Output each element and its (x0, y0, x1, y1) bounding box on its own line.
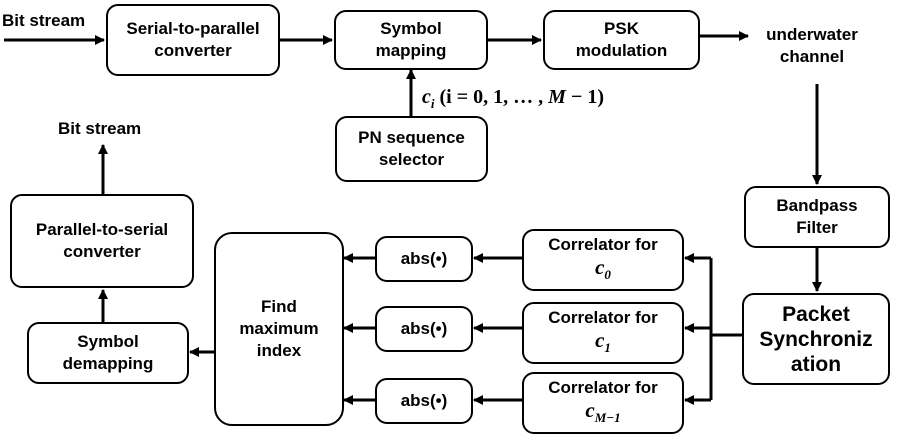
label-bit-stream-output: Bit stream (58, 119, 142, 138)
correlator-cm1: Correlator for cM−1 (522, 372, 684, 434)
serial-to-parallel-converter: Serial-to-parallel converter (106, 4, 280, 76)
label-underwater-channel: underwater channel (766, 25, 858, 66)
label-bit-stream-input: Bit stream (2, 11, 86, 30)
label-pn-code-index: ci (i = 0, 1, … , M − 1) (422, 86, 604, 111)
pn-sequence-selector: PN sequence selector (335, 116, 488, 182)
abs-block-2: abs(•) (375, 378, 473, 424)
correlator-c0: Correlator for c0 (522, 229, 684, 291)
abs-block-1: abs(•) (375, 306, 473, 352)
symbol-mapping-block: Symbol mapping (334, 10, 488, 70)
abs-block-0: abs(•) (375, 236, 473, 282)
find-maximum-index-block: Find maximum index (214, 232, 344, 426)
bandpass-filter-block: Bandpass Filter (744, 186, 890, 248)
correlator-c1: Correlator for c1 (522, 302, 684, 364)
parallel-to-serial-converter: Parallel-to-serial converter (10, 194, 194, 288)
psk-modulation-block: PSK modulation (543, 10, 700, 70)
packet-synchronization-block: Packet Synchroniz ation (742, 293, 890, 385)
wire-sync-bus (709, 258, 742, 400)
symbol-demapping-block: Symbol demapping (27, 322, 189, 384)
